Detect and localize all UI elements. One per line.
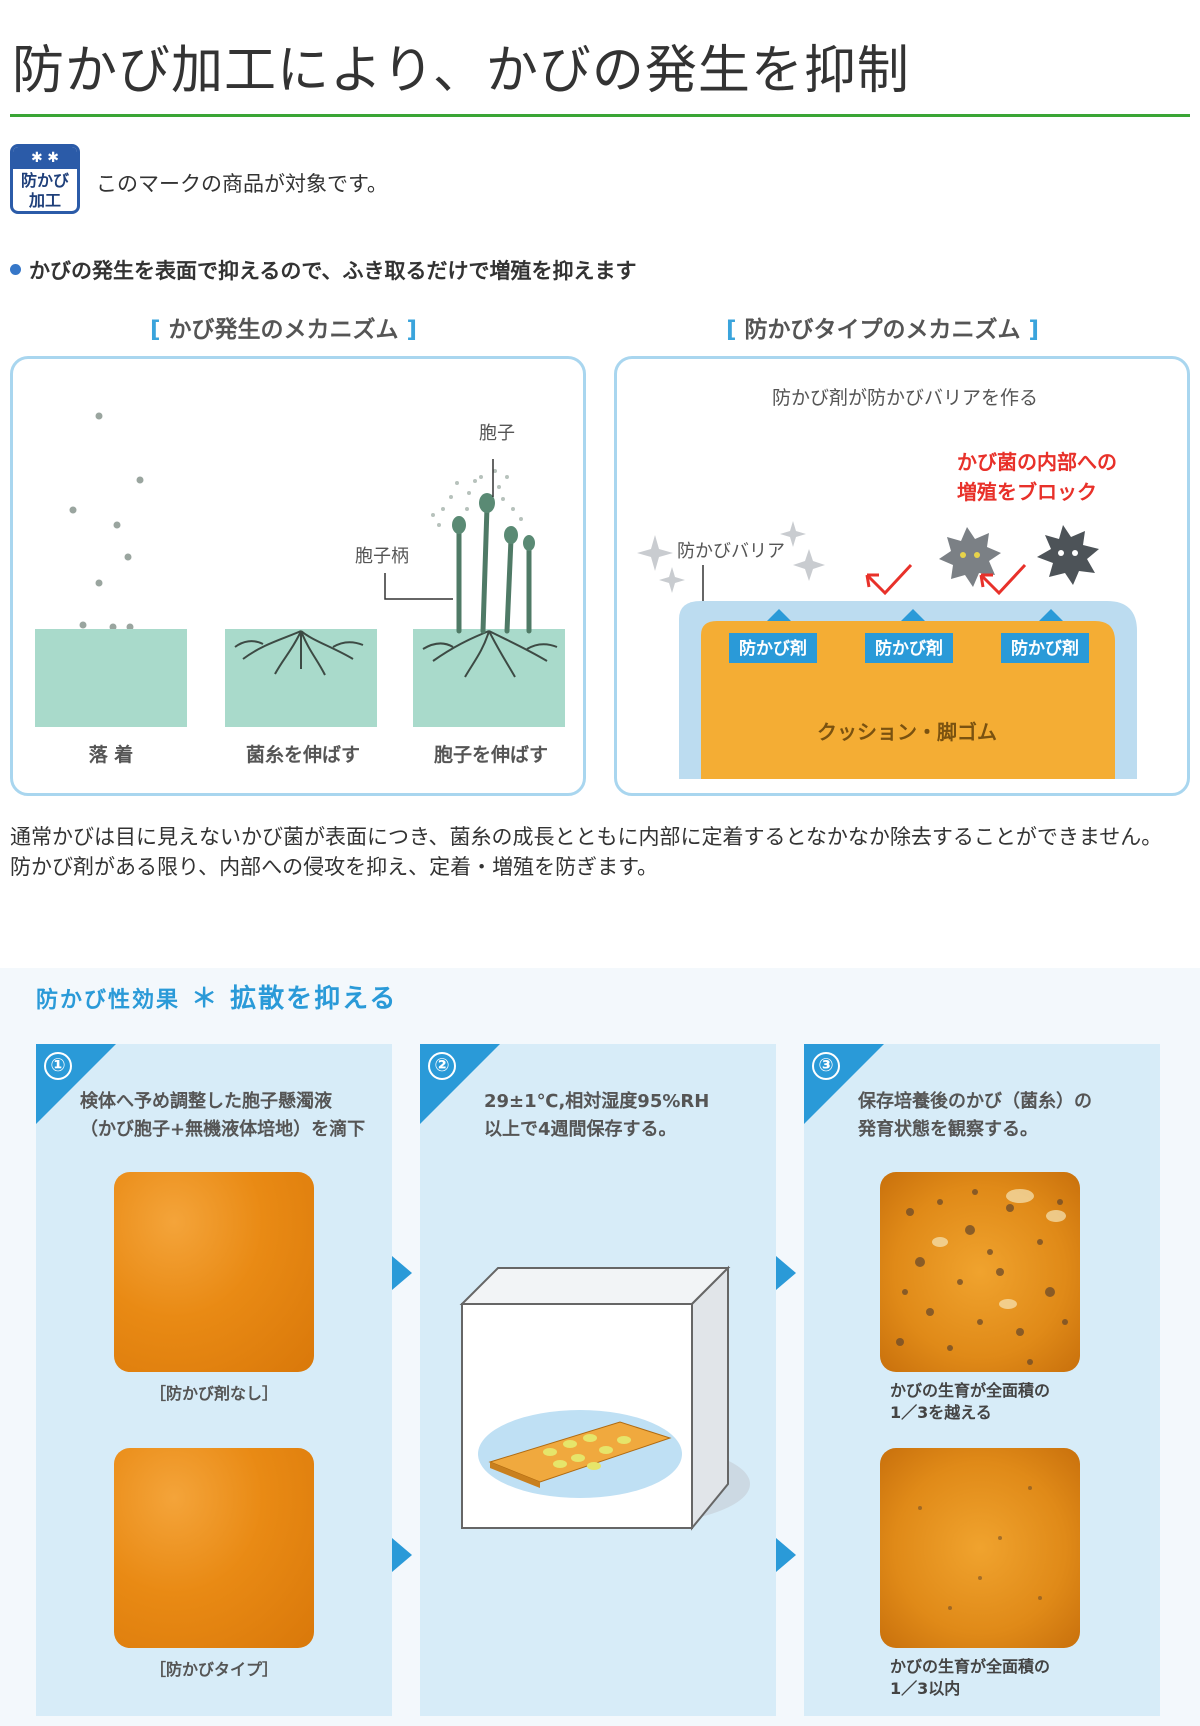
stage-1-label: 落 着: [89, 743, 134, 766]
step-3-description: 保存培養後のかび（菌糸）の 発育状態を観察する。: [858, 1088, 1150, 1144]
effect-section-title: 防かび性効果 ＊ 拡散を抑える: [36, 978, 397, 1015]
result-untreated-line1: かびの生育が全面積の: [890, 1381, 1051, 1400]
agent-label-3: 防かび剤: [1011, 638, 1079, 659]
right-panel-title: [ 防かびタイプのメカニズム ]: [726, 317, 1040, 343]
sample-treated-before: [114, 1448, 314, 1648]
mark-badge-line2: 加工: [28, 191, 61, 210]
spore-stalks: [456, 504, 532, 634]
barrier-mechanism-panel: 防かび剤が防かびバリアを作る かび菌の内部への 増殖をブロック 防かびバリア 防…: [614, 356, 1190, 796]
mold-germ-icon-2: [1037, 525, 1099, 585]
step-2-line1: 29±1℃,相対湿度95%RH: [484, 1091, 710, 1112]
spore-cloud: [431, 469, 523, 527]
surface-block-1: [35, 629, 187, 727]
result-treated-line1: かびの生育が全面積の: [890, 1657, 1051, 1676]
mold-germ-icon: [939, 527, 1001, 587]
arrow-right-icon-4: [776, 1538, 796, 1572]
spore-heads: [452, 493, 535, 551]
step-2-line2: 以上で4週間保存する。: [484, 1119, 677, 1140]
result-untreated-caption: かびの生育が全面積の 1／3を越える: [890, 1380, 1050, 1424]
step-1-description: 検体へ予め調整した胞子懸濁液 （かび胞子+無機液体培地）を滴下: [80, 1088, 382, 1144]
step-3-card: ③ 保存培養後のかび（菌糸）の 発育状態を観察する。 かびの生育が全面積の 1／…: [804, 1044, 1160, 1716]
step-2-number: ②: [428, 1052, 456, 1080]
step-3-line1: 保存培養後のかび（菌糸）の: [858, 1091, 1092, 1112]
sample-treated-caption: ［防かびタイプ］: [149, 1660, 278, 1679]
step-3-line2: 発育状態を観察する。: [858, 1119, 1038, 1140]
right-panel-title-text: 防かびタイプのメカニズム: [744, 317, 1021, 343]
sample-untreated-caption: ［防かび剤なし］: [149, 1384, 278, 1403]
agent-label-1: 防かび剤: [739, 638, 807, 659]
block-text-line1: かび菌の内部への: [957, 450, 1117, 474]
step-3-number: ③: [812, 1052, 840, 1080]
label-spore: 胞子: [479, 423, 515, 444]
falling-spores: [69, 412, 144, 631]
snowflake-icon: ✱ ✱: [13, 147, 77, 169]
step-2-card: ② 29±1℃,相対湿度95%RH 以上で4週間保存する。: [420, 1044, 776, 1716]
page-title: 防かび加工により、かびの発生を抑制: [12, 41, 910, 101]
material-label: クッション・脚ゴム: [817, 720, 997, 744]
sparkle-icon: [637, 521, 825, 593]
left-panel-title-text: かび発生のメカニズム: [168, 317, 399, 343]
effect-title-star: ＊: [191, 984, 220, 1014]
step-1-card: ① 検体へ予め調整した胞子懸濁液 （かび胞子+無機液体培地）を滴下 ［防かび剤な…: [36, 1044, 392, 1716]
mark-note: このマークの商品が対象です。: [96, 172, 388, 196]
result-treated-caption: かびの生育が全面積の 1／3以内: [890, 1656, 1050, 1700]
agent-badge-1: 防かび剤: [729, 609, 817, 663]
sample-untreated-before: [114, 1172, 314, 1372]
stage-3-label: 胞子を伸ばす: [434, 743, 548, 766]
step-1-line1: 検体へ予め調整した胞子懸濁液: [80, 1091, 332, 1112]
agent-badge-3: 防かび剤: [1001, 609, 1089, 663]
lead-label: かびの発生を表面で抑えるので、ふき取るだけで増殖を抑えます: [29, 259, 637, 283]
sample-untreated-after: [880, 1172, 1080, 1372]
mark-badge-text: 防かび 加工: [13, 169, 77, 211]
explanation-text: 通常かびは目に見えないかび菌が表面につき、菌糸の成長とともに内部に定着するとなか…: [10, 822, 1190, 882]
agent-badge-2: 防かび剤: [865, 609, 953, 663]
explanation-line2: 防かび剤がある限り、内部への侵攻を抑え、定着・増殖を防ぎます。: [10, 855, 659, 879]
hyphae-2: [234, 630, 364, 676]
mold-growth-light: [918, 1486, 1042, 1610]
left-panel-title: [ かび発生のメカニズム ]: [150, 317, 418, 343]
incubator-illustration: [459, 1265, 750, 1531]
label-stalk: 胞子柄: [355, 546, 409, 567]
effect-title-prefix: 防かび性効果: [36, 988, 181, 1013]
title-divider: [10, 114, 1190, 117]
sample-treated-after: [880, 1448, 1080, 1648]
block-text-line2: 増殖をブロック: [957, 480, 1097, 504]
mold-mechanism-diagram: 胞子 胞子柄 落 着 菌糸を伸ばす 胞子を伸ばす: [35, 412, 565, 766]
effect-title-main: 拡散を抑える: [230, 984, 398, 1014]
step-2-description: 29±1℃,相対湿度95%RH 以上で4週間保存する。: [484, 1088, 766, 1144]
antimold-mark-icon: ✱ ✱ 防かび 加工: [10, 144, 80, 214]
bounce-arrow-icon: [865, 563, 1027, 596]
mold-mechanism-panel: 胞子 胞子柄 落 着 菌糸を伸ばす 胞子を伸ばす: [10, 356, 586, 796]
stalk-leader: [384, 573, 453, 600]
stage-2-label: 菌糸を伸ばす: [246, 743, 360, 766]
lead-text: かびの発生を表面で抑えるので、ふき取るだけで増殖を抑えます: [10, 255, 637, 285]
mark-badge-line1: 防かび: [20, 171, 69, 190]
agent-label-2: 防かび剤: [875, 638, 943, 659]
result-treated-line2: 1／3以内: [890, 1679, 961, 1698]
bullet-icon: [10, 264, 21, 275]
arrow-right-icon-2: [392, 1538, 412, 1572]
arrow-right-icon: [392, 1256, 412, 1290]
arrow-right-icon-3: [776, 1256, 796, 1290]
barrier-label: 防かびバリア: [677, 541, 785, 562]
explanation-line1: 通常かびは目に見えないかび菌が表面につき、菌糸の成長とともに内部に定着するとなか…: [10, 825, 1163, 849]
barrier-caption: 防かび剤が防かびバリアを作る: [772, 387, 1038, 409]
mold-growth-heavy: [896, 1189, 1068, 1365]
step-1-line2: （かび胞子+無機液体培地）を滴下: [80, 1119, 366, 1140]
barrier-mechanism-diagram: 防かび剤が防かびバリアを作る かび菌の内部への 増殖をブロック 防かびバリア 防…: [637, 387, 1137, 779]
step-1-number: ①: [44, 1052, 72, 1080]
result-untreated-line2: 1／3を越える: [890, 1403, 992, 1422]
